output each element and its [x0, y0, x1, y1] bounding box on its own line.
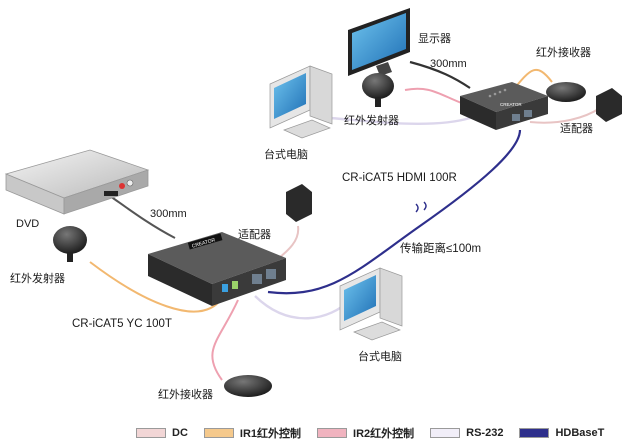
legend-item-ir1: IR1红外控制: [203, 425, 302, 441]
ir-emitter-bottom-label: 红外发射器: [10, 273, 65, 285]
ir-receiver-bottom-label: 红外接收器: [158, 389, 213, 401]
adapter-bottom-label: 适配器: [238, 229, 271, 241]
pc-bottom-label: 台式电脑: [358, 351, 402, 363]
ir1-cable-bottom: [89, 261, 223, 313]
power-adapter-top: [596, 88, 622, 122]
cable-length-bottom: 300mm: [150, 208, 187, 220]
dvd-label: DVD: [16, 218, 40, 230]
rs232-cable-top: [329, 116, 471, 125]
legend-swatch-rs232: [430, 428, 461, 438]
receiver-device: CREATOR: [460, 82, 548, 130]
ir-emitter-top-label: 红外发射器: [344, 115, 399, 127]
desktop-pc-top: [269, 65, 333, 139]
adapter-top-label: 适配器: [560, 123, 593, 135]
legend-swatch-ir1: [203, 428, 234, 438]
ir-emitter-top-puck: [362, 73, 394, 107]
cable-break-mark: [415, 201, 427, 213]
legend-swatch-ir2: [317, 428, 348, 438]
ir2-cable-top: [404, 87, 465, 105]
pc-top-label: 台式电脑: [264, 149, 308, 161]
receiver-model-label: CR-iCAT5 HDMI 100R: [342, 172, 457, 184]
legend-label-rs232: RS-232: [466, 427, 504, 439]
dc-cable-top: [529, 107, 601, 124]
monitor-display: [348, 8, 410, 76]
hdmi-cable: [409, 60, 471, 89]
legend-label-ir1: IR1红外控制: [239, 428, 302, 440]
legend-label-dc: DC: [172, 427, 188, 439]
rs232-cable-bottom: [254, 295, 351, 320]
transmitter-model-label: CR-iCAT5 YC 100T: [72, 318, 172, 330]
legend-item-dc: DC: [136, 427, 188, 439]
legend-swatch-hdbaset: [519, 428, 550, 438]
legend-label-hdbaset: HDBaseT: [555, 427, 605, 439]
ir2-cable-bottom: [211, 299, 239, 381]
desktop-pc-bottom: [339, 267, 403, 341]
legend-item-rs232: RS-232: [430, 427, 503, 439]
ir-emitter-bottom-puck: [53, 226, 87, 262]
hdbaset-cable: [267, 129, 522, 295]
dvd-player: [4, 149, 150, 215]
ir-receiver-bottom-puck: [224, 375, 272, 397]
legend-label-ir2: IR2红外控制: [353, 428, 415, 440]
legend-item-ir2: IR2红外控制: [317, 425, 414, 441]
legend-swatch-dc: [136, 428, 166, 438]
transmitter-device: CREATOR: [148, 232, 286, 306]
cable-length-top: 300mm: [430, 58, 467, 70]
ir-receiver-top-puck: [546, 82, 586, 102]
distance-label: 传输距离≤100m: [400, 243, 482, 255]
power-adapter-bottom: [286, 184, 312, 222]
display-label: 显示器: [418, 33, 451, 45]
av-cable: [109, 195, 176, 239]
rx-brand: CREATOR: [500, 102, 522, 107]
legend: DC IR1红外控制 IR2红外控制 RS-232 HDBaseT: [136, 425, 620, 441]
legend-item-hdbaset: HDBaseT: [519, 427, 604, 439]
ir-receiver-top-label: 红外接收器: [536, 47, 591, 59]
